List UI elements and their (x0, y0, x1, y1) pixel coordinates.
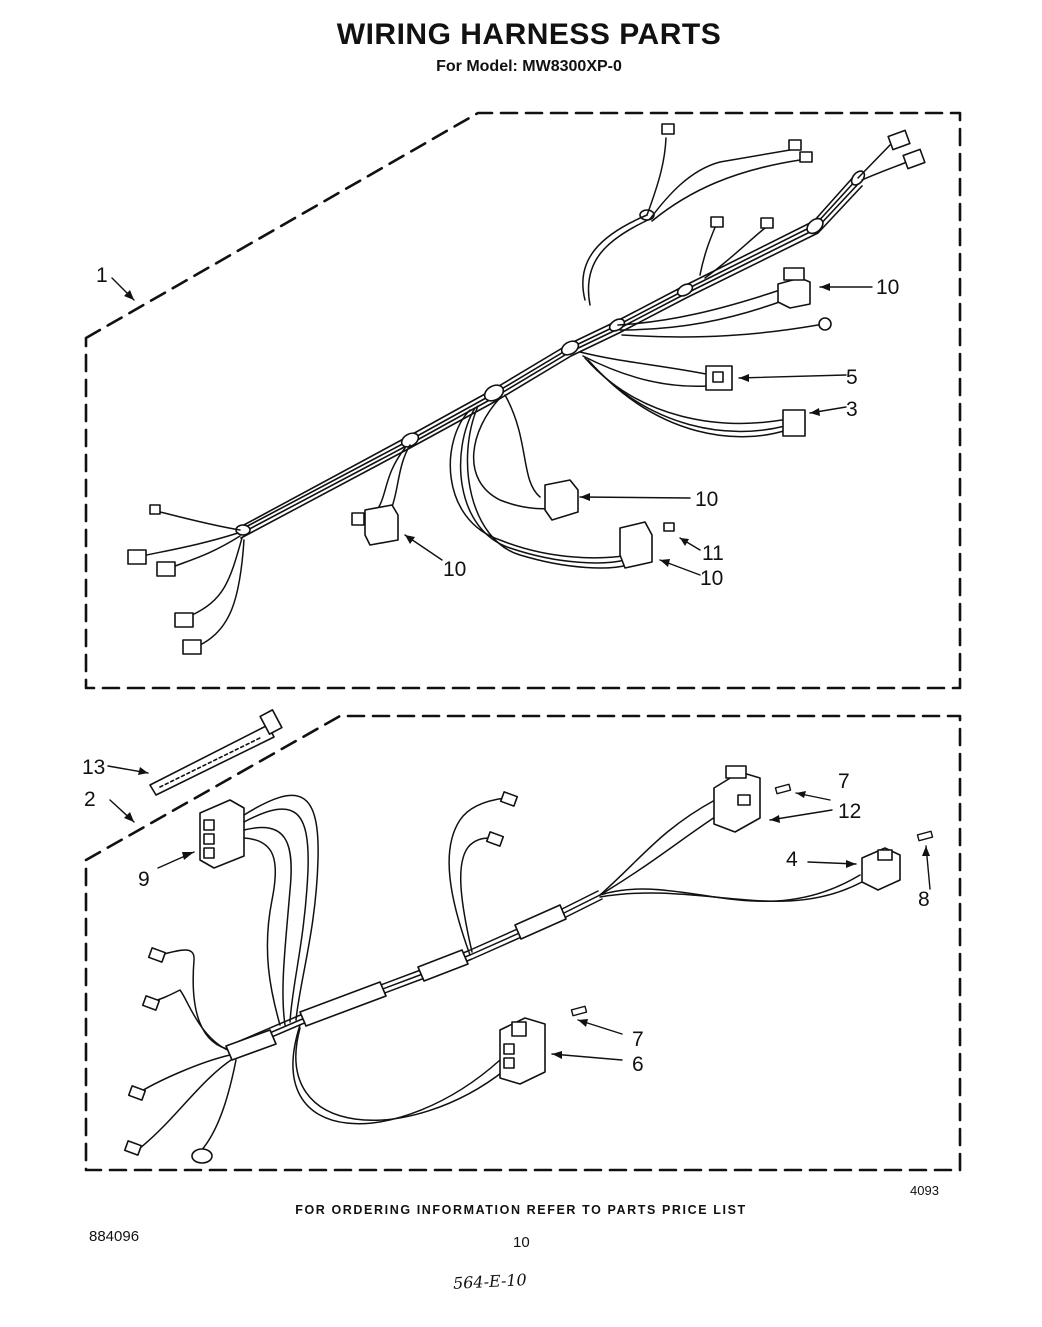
callout-labels: 1 10 5 3 10 11 10 10 13 2 9 7 12 4 8 7 6 (82, 264, 930, 1076)
harness-1-left-connectors (127, 504, 202, 655)
callout-13: 13 (82, 756, 105, 779)
connector-9 (199, 799, 245, 869)
callout-1: 1 (96, 264, 108, 287)
callout-2: 2 (84, 788, 96, 811)
harness-1-top-branches (582, 137, 913, 306)
callout-7b: 7 (632, 1028, 644, 1051)
callout-7a: 7 (838, 770, 850, 793)
harness-2-wires (139, 794, 863, 1153)
callout-10c: 10 (700, 567, 723, 590)
callout-11: 11 (702, 542, 724, 565)
connector-4 (861, 847, 901, 891)
harness-1-right-branches (579, 289, 819, 438)
harness-1-top-connectors (661, 123, 926, 229)
ordering-note: FOR ORDERING INFORMATION REFER TO PARTS … (295, 1203, 747, 1217)
figure-code: 4093 (910, 1183, 939, 1198)
connector-12 (713, 765, 761, 833)
callout-8: 8 (918, 888, 930, 911)
callout-12: 12 (838, 800, 861, 823)
group-1-border (84, 111, 962, 690)
callout-10d: 10 (443, 558, 466, 581)
upper-arrowheads (124, 283, 830, 567)
model-subtitle: For Model: MW8300XP-0 (436, 58, 622, 75)
small-terminals (570, 783, 934, 1017)
callout-5: 5 (846, 366, 858, 389)
upper-leader-lines (111, 277, 873, 576)
harness-2-sleeves (225, 904, 567, 1061)
page-title: WIRING HARNESS PARTS (336, 18, 722, 51)
callout-10a: 10 (876, 276, 899, 299)
cable-tie-13 (149, 709, 283, 796)
callout-6: 6 (632, 1053, 644, 1076)
lower-arrowheads (124, 767, 930, 1059)
harness-1-right-connectors (705, 267, 832, 437)
harness-1-sleeves (235, 170, 866, 536)
callout-10b: 10 (695, 488, 718, 511)
document-number: 884096 (89, 1228, 140, 1245)
harness-1-trunk (239, 173, 863, 539)
handwritten-note: 564-E-10 (452, 1270, 528, 1293)
callout-3: 3 (846, 398, 858, 421)
connector-6 (499, 1017, 546, 1085)
group-2-border (84, 714, 962, 1172)
page-number: 10 (513, 1234, 530, 1251)
callout-9: 9 (138, 868, 150, 891)
harness-1-lower-connectors (351, 479, 675, 569)
harness-2-terminals (123, 791, 519, 1164)
callout-4: 4 (786, 848, 798, 871)
